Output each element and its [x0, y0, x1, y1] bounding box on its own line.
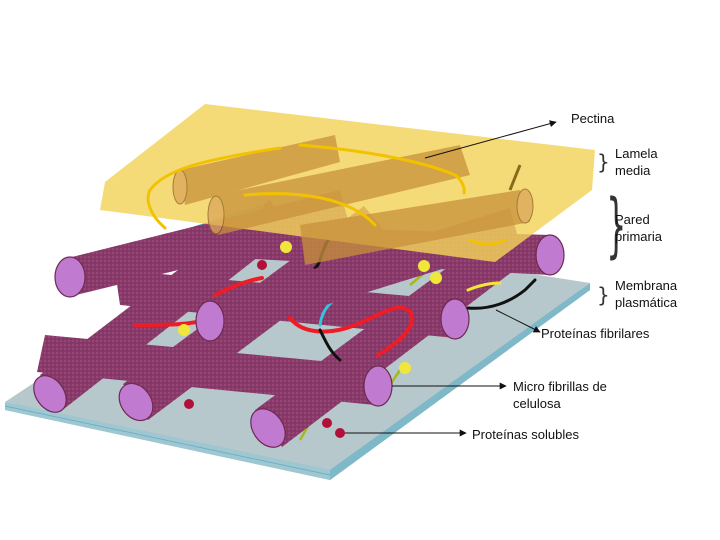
pectin-strand: [508, 164, 522, 191]
lamela-label-line1: Lamela: [615, 146, 658, 161]
pectin-rods: [172, 135, 534, 265]
pectin-rod: [172, 135, 340, 205]
pared-primaria-label: Pared primaria: [615, 211, 662, 245]
microfibrillas-label-line2: celulosa: [513, 396, 561, 411]
membrana-brace: }: [597, 283, 610, 307]
microfibrillas-label-line1: Micro fibrillas de: [513, 379, 607, 394]
microfibrillas-label: Micro fibrillas de celulosa: [513, 378, 607, 412]
leader-lines: [345, 120, 557, 437]
lamela-brace: }: [597, 150, 610, 174]
lamela-label-line2: media: [615, 163, 651, 178]
membrana-plasmatica-label: Membrana plasmática: [615, 277, 677, 311]
pared-label-line2: primaria: [615, 229, 662, 244]
pectina-label: Pectina: [571, 111, 615, 126]
lamela-media-label: Lamela media: [615, 145, 658, 179]
proteinas-solubles-label: Proteínas solubles: [472, 427, 579, 442]
pectin-rod: [207, 145, 470, 235]
soluble-proteins: [178, 241, 442, 438]
pectin-chains: [146, 143, 507, 246]
pectin-rod: [300, 188, 534, 265]
proteinas-fibrilares-label: Proteínas fibrilares: [541, 326, 650, 341]
cellulose-rod: [37, 335, 393, 407]
membrana-label-line1: Membrana: [615, 278, 678, 293]
membrana-label-line2: plasmática: [615, 295, 678, 310]
pared-brace: }: [606, 184, 627, 266]
pared-label-line1: Pared: [615, 212, 650, 227]
